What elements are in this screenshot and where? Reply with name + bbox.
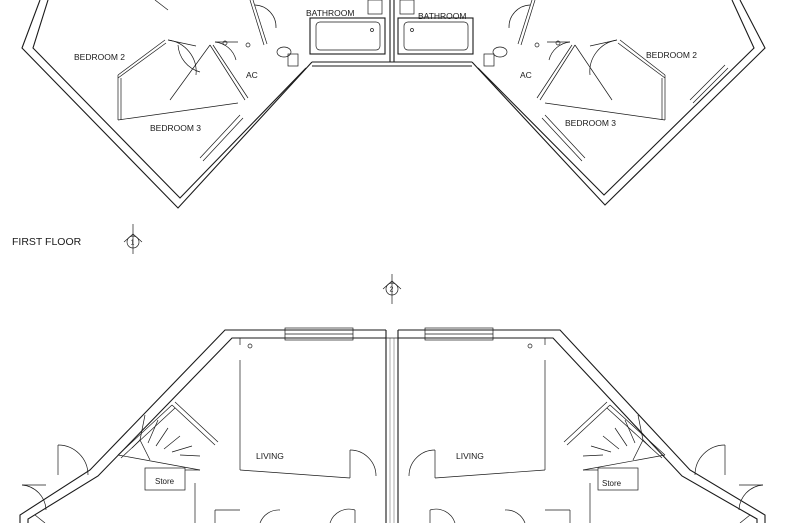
room-label-bedroom-2-right: BEDROOM 2 (646, 50, 697, 60)
room-label-bathroom-right: BATHROOM (418, 11, 466, 21)
section-marker-1-label: 1 (131, 240, 135, 247)
room-label-ac-right: AC (520, 70, 532, 80)
section-marker-1: 1 (123, 224, 143, 254)
first-floor-bathrooms (309, 0, 474, 67)
ground-floor-party-wall (385, 330, 399, 523)
room-label-store-right: Store (602, 479, 622, 488)
ground-floor-left-unit (19, 327, 386, 523)
room-label-store-left: Store (155, 477, 175, 486)
section-marker-2: 2 (382, 274, 402, 304)
room-label-ac-left: AC (246, 70, 258, 80)
room-label-bathroom-left: BATHROOM (306, 8, 354, 18)
first-floor-right-unit (471, 0, 766, 206)
section-marker-2-label: 2 (390, 287, 394, 294)
room-label-living-right: LIVING (456, 451, 484, 461)
room-label-bedroom-2-left: BEDROOM 2 (74, 52, 125, 62)
first-floor-left-unit (21, 0, 313, 209)
room-label-bedroom-3-right: BEDROOM 3 (565, 118, 616, 128)
room-label-bedroom-3-left: BEDROOM 3 (150, 123, 201, 133)
room-label-living-left: LIVING (256, 451, 284, 461)
floor-title-first-floor: FIRST FLOOR (12, 236, 82, 248)
ground-floor-right-unit (398, 327, 766, 523)
